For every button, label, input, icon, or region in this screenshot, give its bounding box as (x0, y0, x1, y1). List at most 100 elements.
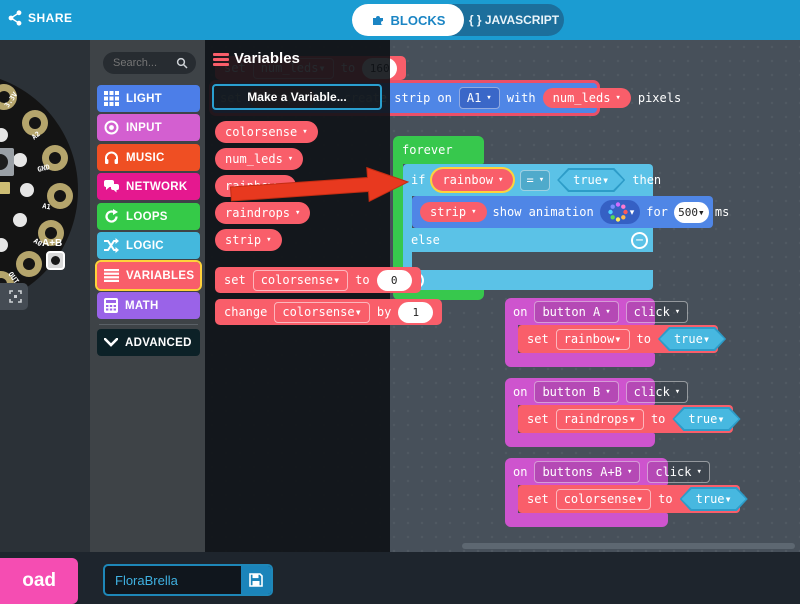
loop-icon (105, 209, 118, 223)
operator-dropdown[interactable]: =▾ (520, 169, 551, 191)
number-input[interactable]: 1 (398, 301, 434, 323)
boolean-dropdown-true[interactable]: true▾ (680, 487, 748, 511)
port-dropdown[interactable]: A1▾ (458, 87, 500, 109)
flyout-pill-colorsense[interactable]: colorsense▾ (215, 121, 318, 143)
share-label: SHARE (28, 11, 73, 25)
animation-dropdown[interactable]: ▾ (599, 200, 641, 224)
block-text: on (513, 304, 528, 319)
tab-blocks-label: BLOCKS (390, 12, 446, 28)
screenshot-button[interactable] (0, 283, 28, 310)
block-text: if (411, 173, 426, 187)
download-button[interactable]: oad (0, 558, 78, 604)
chevron-down-icon (104, 338, 118, 347)
flyout-block-set[interactable]: set colorsense▾ to 0 (215, 267, 421, 293)
block-text: with (506, 91, 536, 105)
category-music[interactable]: MUSIC (97, 144, 200, 171)
empty-statement-slot[interactable] (412, 252, 653, 270)
block-show-animation[interactable]: strip▾ show animation ▾ for 500▾ ms (412, 196, 729, 228)
condition-variable-pill-rainbow[interactable]: rainbow▾ (430, 167, 516, 193)
fullscreen-icon (9, 290, 22, 303)
flyout-pill-num-leds[interactable]: num_leds▾ (215, 148, 304, 170)
boolean-dropdown-true[interactable]: true▾ (672, 407, 740, 431)
block-text: set (527, 412, 549, 426)
category-loops[interactable]: LOOPS (97, 203, 200, 230)
share-icon (8, 10, 22, 26)
save-icon (249, 573, 263, 587)
block-text: then (632, 173, 662, 187)
list-lines-icon (104, 269, 119, 282)
toolbox-divider (99, 324, 198, 325)
variable-dropdown[interactable]: colorsense▾ (252, 269, 349, 291)
make-variable-button[interactable]: Make a Variable... (212, 84, 382, 110)
category-label: LOOPS (126, 210, 168, 223)
event-dropdown[interactable]: click▾ (625, 380, 689, 403)
variable-dropdown[interactable]: raindrops▾ (555, 408, 644, 430)
category-label: LIGHT (126, 92, 162, 105)
category-label: VARIABLES (126, 269, 195, 282)
category-light[interactable]: LIGHT (97, 85, 200, 112)
simulator-panel: 3.3V A2 GND A1 A0 OUT A+B (0, 40, 90, 552)
category-logic[interactable]: LOGIC (97, 232, 200, 259)
rainbow-animation-icon (608, 202, 628, 222)
shuffle-icon (104, 238, 119, 253)
block-text: by (376, 305, 392, 319)
target-icon (104, 120, 119, 135)
button-dropdown[interactable]: button A▾ (534, 300, 619, 323)
block-set-colorsense[interactable]: set colorsense▾ to true▾ (518, 485, 740, 513)
block-set-raindrops[interactable]: set raindrops▾ to true▾ (518, 405, 733, 433)
block-text: forever (402, 143, 453, 157)
event-dropdown[interactable]: click▾ (625, 300, 689, 323)
category-advanced[interactable]: ADVANCED (97, 329, 200, 356)
toolbox-search[interactable] (103, 52, 196, 74)
block-set-rainbow[interactable]: set rainbow▾ to true▾ (518, 325, 718, 353)
block-text: on (437, 91, 452, 105)
top-bar: SHARE BLOCKS { } JAVASCRIPT (0, 0, 800, 40)
block-text: set (527, 492, 549, 506)
variables-flyout-icon (213, 53, 229, 66)
variable-dropdown[interactable]: colorsense▾ (274, 301, 370, 323)
duration-dropdown[interactable]: 500▾ (673, 201, 709, 223)
circuit-playground-board: 3.3V A2 GND A1 A0 OUT (0, 79, 78, 301)
category-variables[interactable]: VARIABLES (95, 260, 202, 291)
number-input[interactable]: 0 (376, 269, 412, 291)
boolean-dropdown-true[interactable]: true▾ (557, 168, 625, 192)
flyout-pill-rainbow[interactable]: rainbow▾ (215, 175, 296, 197)
block-text: to (650, 412, 666, 426)
variables-flyout (205, 40, 390, 552)
project-name-input[interactable] (105, 566, 241, 594)
flyout-block-change[interactable]: change colorsense▾ by 1 (215, 299, 443, 325)
category-label: MATH (125, 299, 159, 312)
category-network[interactable]: NETWORK (97, 173, 200, 200)
collapse-else-button[interactable]: − (631, 232, 648, 249)
save-button[interactable] (241, 566, 271, 594)
chat-bubbles-icon (104, 180, 119, 193)
event-dropdown[interactable]: click▾ (647, 460, 710, 483)
share-button[interactable]: SHARE (8, 10, 73, 26)
block-text: to (658, 492, 673, 506)
category-label: ADVANCED (125, 336, 192, 349)
variable-pill-strip[interactable]: strip▾ (420, 202, 487, 222)
variable-pill-num-leds[interactable]: num_leds▾ (542, 88, 631, 108)
category-input[interactable]: INPUT (97, 114, 200, 141)
calculator-icon (104, 298, 118, 313)
ab-button-label: A+B (42, 238, 63, 249)
pad-label: A2 (30, 130, 42, 141)
flyout-title: Variables (234, 50, 300, 67)
ab-button[interactable] (46, 251, 65, 270)
flyout-pill-raindrops[interactable]: raindrops▾ (215, 202, 311, 224)
button-dropdown[interactable]: buttons A+B▾ (534, 460, 641, 483)
variable-dropdown[interactable]: rainbow▾ (555, 328, 630, 350)
horizontal-scrollbar[interactable] (462, 543, 795, 549)
tab-javascript[interactable]: { } JAVASCRIPT (464, 13, 564, 27)
button-dropdown[interactable]: button B▾ (534, 380, 619, 403)
puzzle-icon (372, 16, 383, 25)
variable-dropdown[interactable]: colorsense▾ (555, 488, 652, 510)
boolean-dropdown-true[interactable]: true▾ (658, 327, 726, 351)
category-math[interactable]: MATH (97, 292, 200, 319)
flyout-pill-strip[interactable]: strip▾ (215, 229, 282, 251)
tab-blocks[interactable]: BLOCKS (352, 4, 464, 36)
block-text: else (411, 233, 440, 247)
category-label: MUSIC (126, 151, 165, 164)
search-input[interactable] (111, 56, 176, 70)
